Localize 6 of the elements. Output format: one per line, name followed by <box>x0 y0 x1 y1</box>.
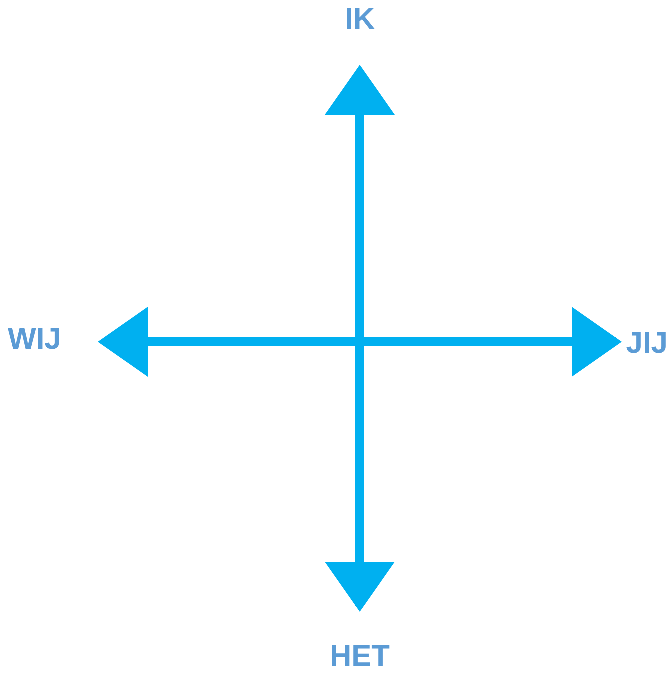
axis-label: WIJ <box>8 325 62 355</box>
axis-label: IK <box>345 5 375 35</box>
double-headed-arrow <box>98 307 622 377</box>
double-headed-arrow <box>325 65 395 612</box>
axis-label: JIJ <box>626 329 668 359</box>
axis-label: HET <box>330 642 390 672</box>
